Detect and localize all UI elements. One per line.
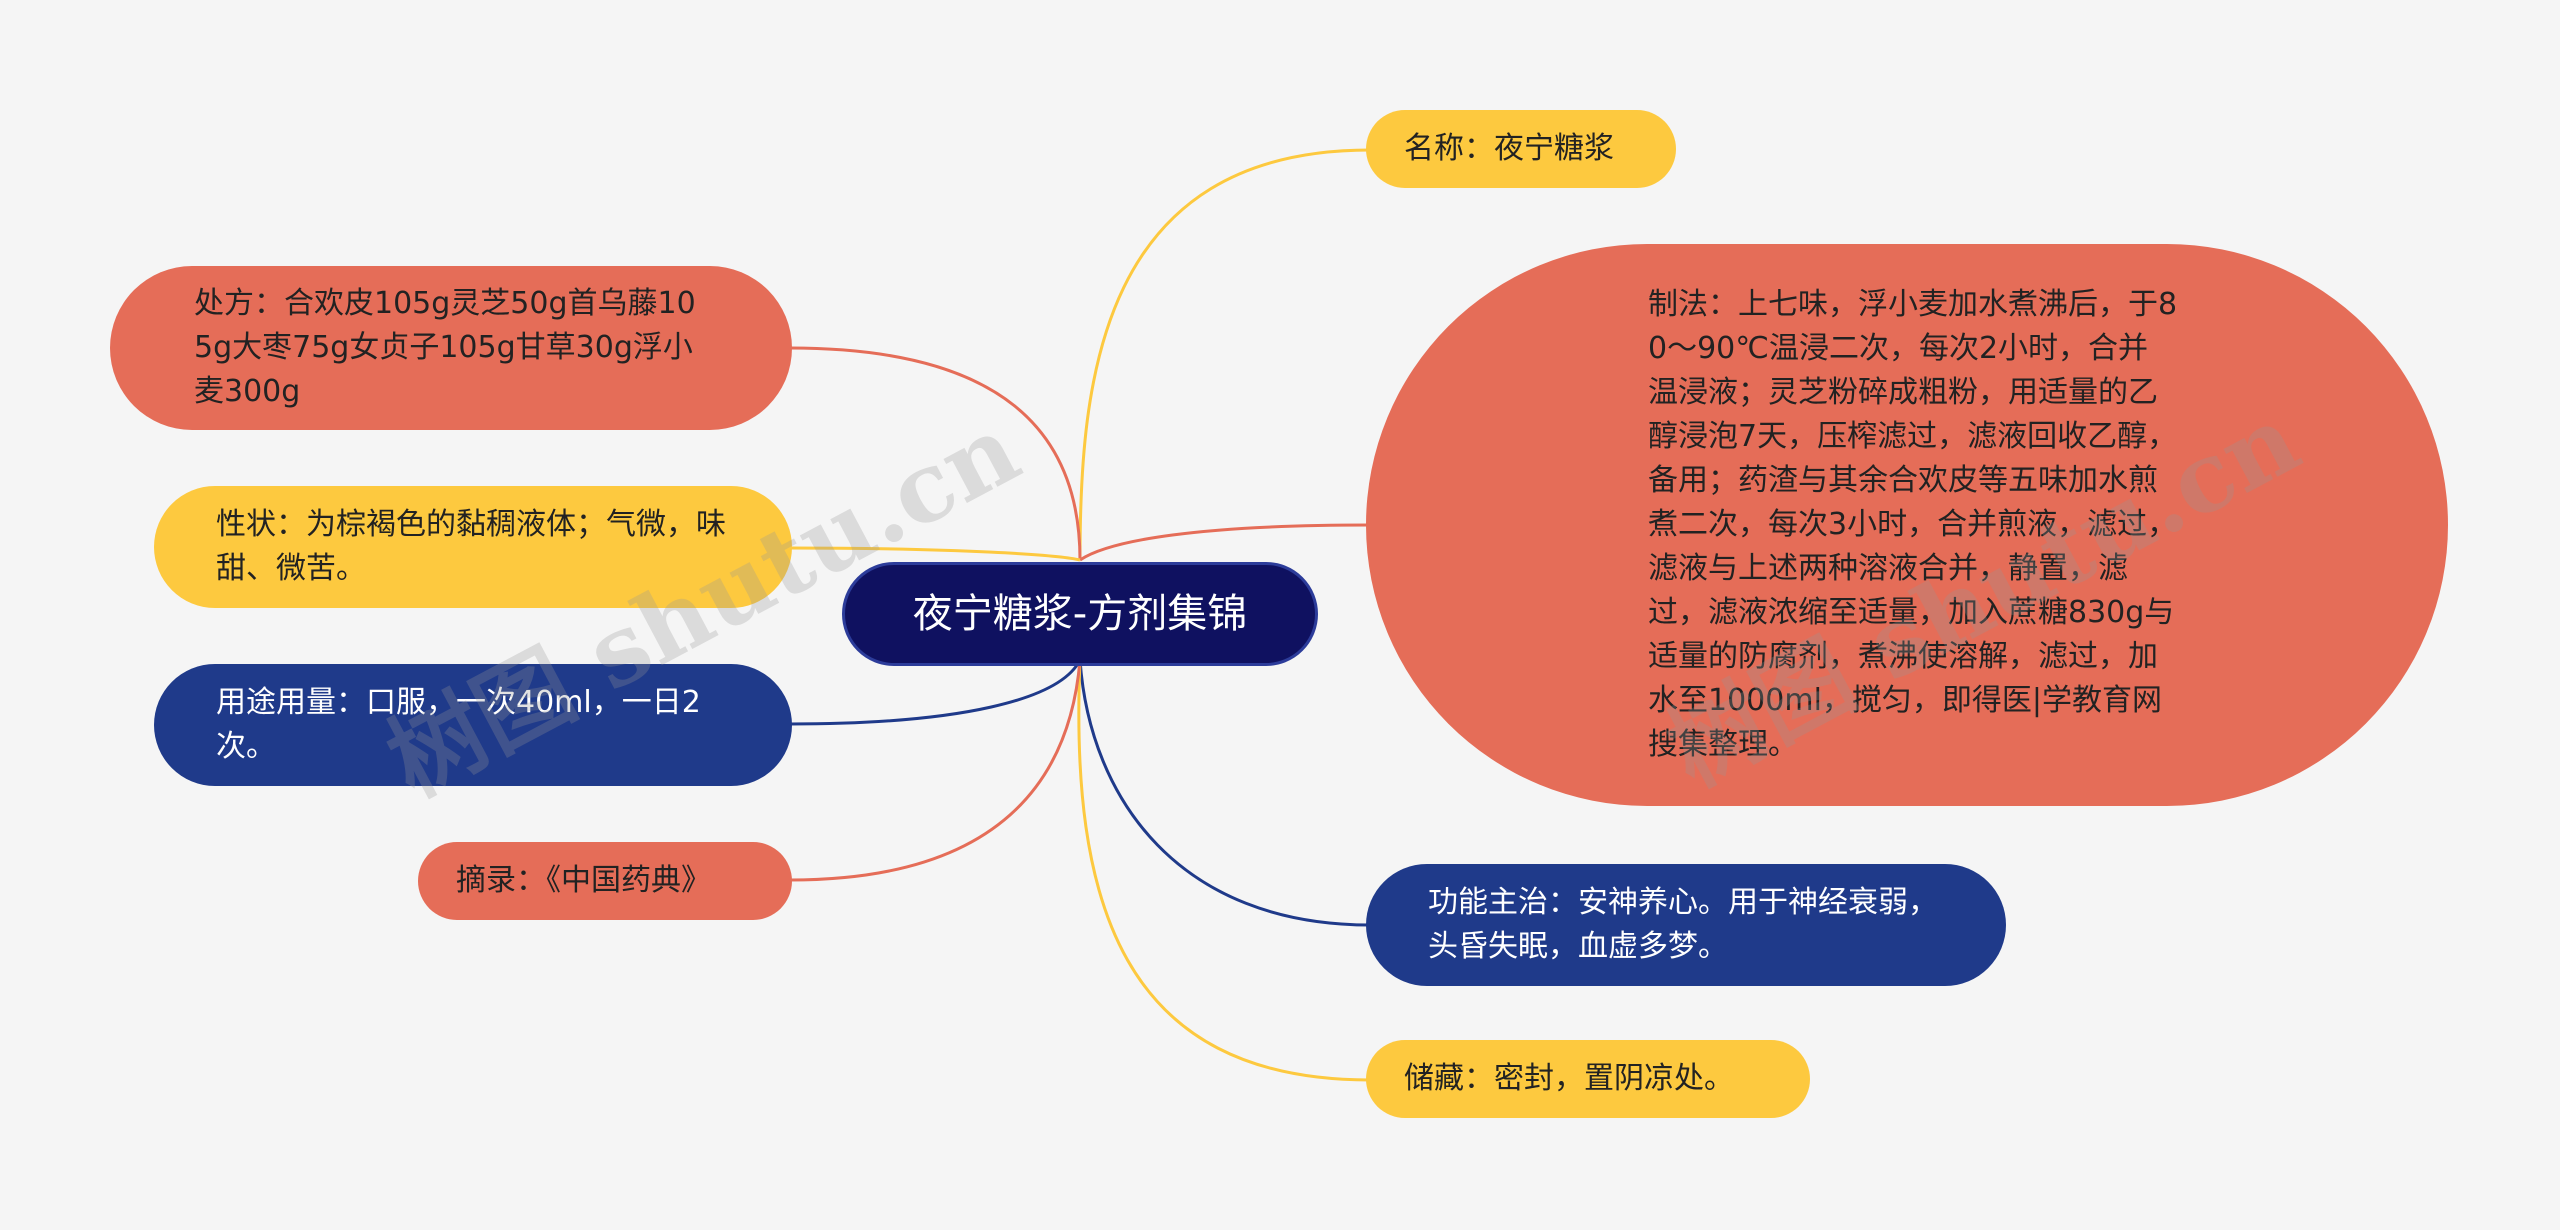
node-function-text: 功能主治：安神养心。用于神经衰弱，头昏失眠，血虚多梦。: [1428, 885, 1938, 964]
node-usage-text: 用途用量：口服，一次40ml，一日2次。: [216, 685, 701, 764]
node-source[interactable]: 摘录：《中国药典》: [418, 842, 792, 920]
node-prescription[interactable]: 处方：合欢皮105g灵芝50g首乌藤105g大枣75g女贞子105g甘草30g浮…: [110, 266, 792, 430]
link-property: [789, 546, 1081, 562]
link-name: [1078, 148, 1371, 561]
node-storage[interactable]: 储藏：密封，置阴凉处。: [1366, 1040, 1810, 1118]
node-method-text: 制法：上七味，浮小麦加水煮沸后，于80～90℃温浸二次，每次2小时，合并温浸液；…: [1648, 287, 2178, 762]
node-storage-text: 储藏：密封，置阴凉处。: [1404, 1061, 1734, 1096]
link-method: [1079, 523, 1371, 562]
node-usage[interactable]: 用途用量：口服，一次40ml，一日2次。: [154, 664, 792, 786]
link-usage: [789, 659, 1082, 726]
link-storage: [1077, 659, 1371, 1082]
node-method[interactable]: 制法：上七味，浮小麦加水煮沸后，于80～90℃温浸二次，每次2小时，合并温浸液；…: [1366, 244, 2448, 806]
node-prescription-text: 处方：合欢皮105g灵芝50g首乌藤105g大枣75g女贞子105g甘草30g浮…: [194, 286, 696, 409]
center-topic[interactable]: 夜宁糖浆-方剂集锦: [842, 562, 1318, 666]
center-topic-label: 夜宁糖浆-方剂集锦: [912, 591, 1248, 637]
node-property[interactable]: 性状：为棕褐色的黏稠液体；气微，味甜、微苦。: [154, 486, 792, 608]
link-source: [789, 659, 1082, 882]
node-property-text: 性状：为棕褐色的黏稠液体；气微，味甜、微苦。: [216, 507, 726, 586]
node-name-text: 名称：夜宁糖浆: [1404, 131, 1614, 166]
link-prescription: [789, 346, 1082, 561]
node-function[interactable]: 功能主治：安神养心。用于神经衰弱，头昏失眠，血虚多梦。: [1366, 864, 2006, 986]
node-source-text: 摘录：《中国药典》: [456, 863, 711, 898]
link-function: [1078, 659, 1371, 927]
node-name[interactable]: 名称：夜宁糖浆: [1366, 110, 1676, 188]
